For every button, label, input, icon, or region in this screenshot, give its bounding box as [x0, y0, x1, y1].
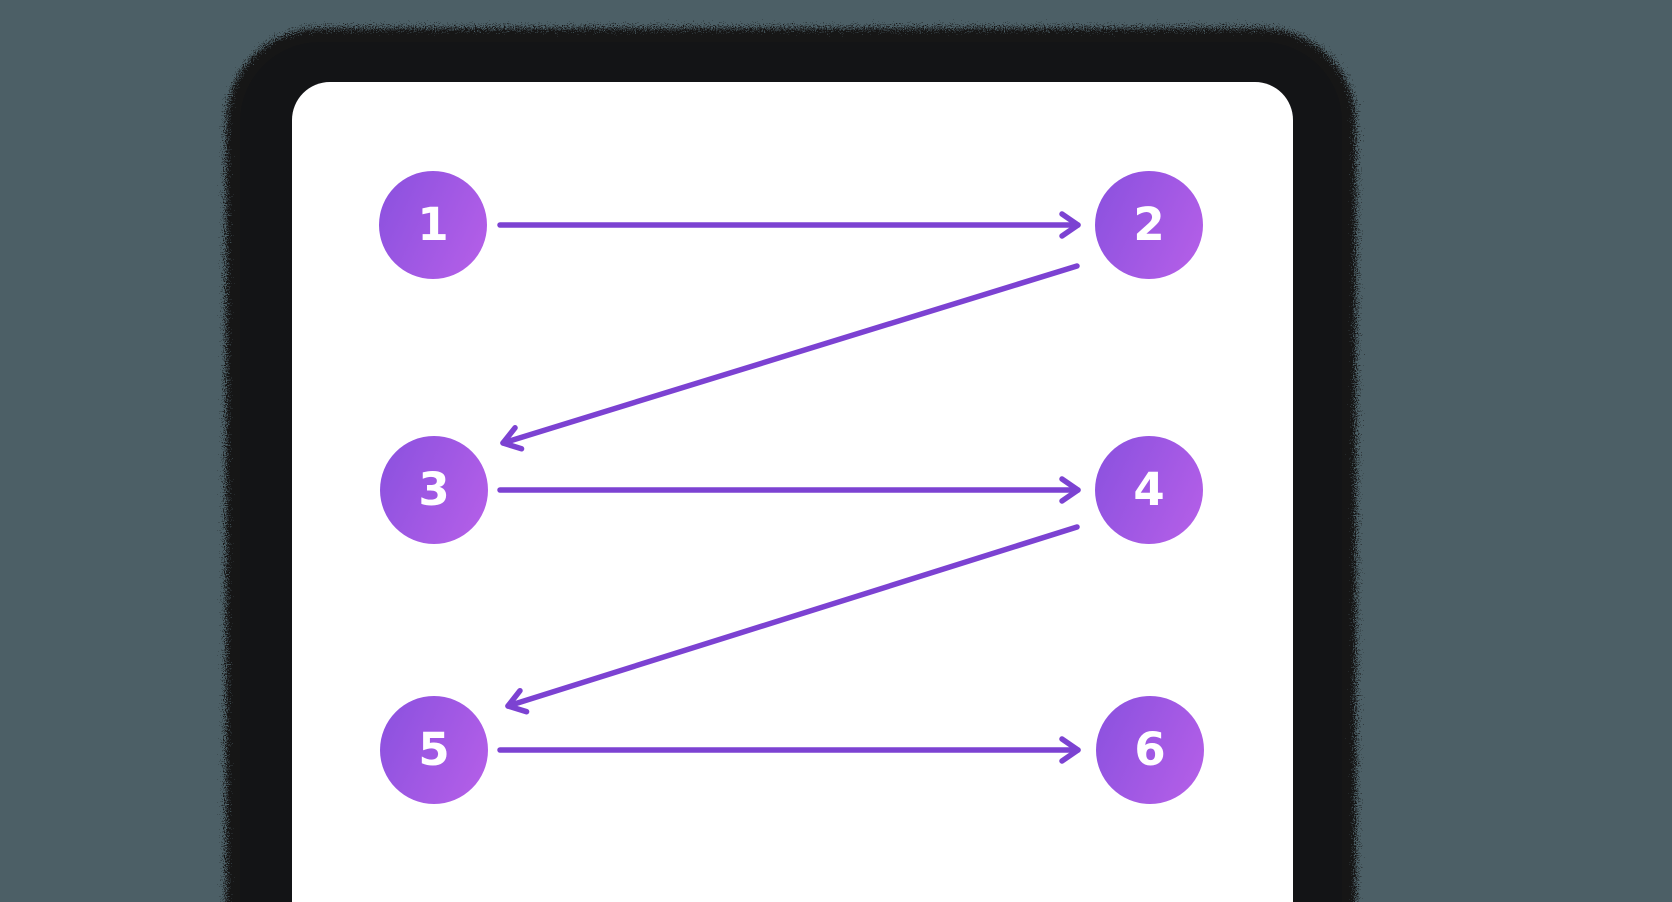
- step-node-4: 4: [1095, 436, 1203, 544]
- node-label: 2: [1133, 197, 1165, 251]
- node-label: 1: [417, 197, 449, 251]
- node-label: 6: [1134, 722, 1166, 776]
- step-node-1: 1: [379, 171, 487, 279]
- arrow-2-to-3: [500, 263, 1080, 452]
- node-label: 3: [418, 462, 450, 516]
- node-label: 4: [1133, 462, 1165, 516]
- arrow-4-to-5: [505, 524, 1080, 715]
- step-node-6: 6: [1096, 696, 1204, 804]
- step-node-2: 2: [1095, 171, 1203, 279]
- step-node-5: 5: [380, 696, 488, 804]
- step-node-3: 3: [380, 436, 488, 544]
- node-label: 5: [418, 722, 450, 776]
